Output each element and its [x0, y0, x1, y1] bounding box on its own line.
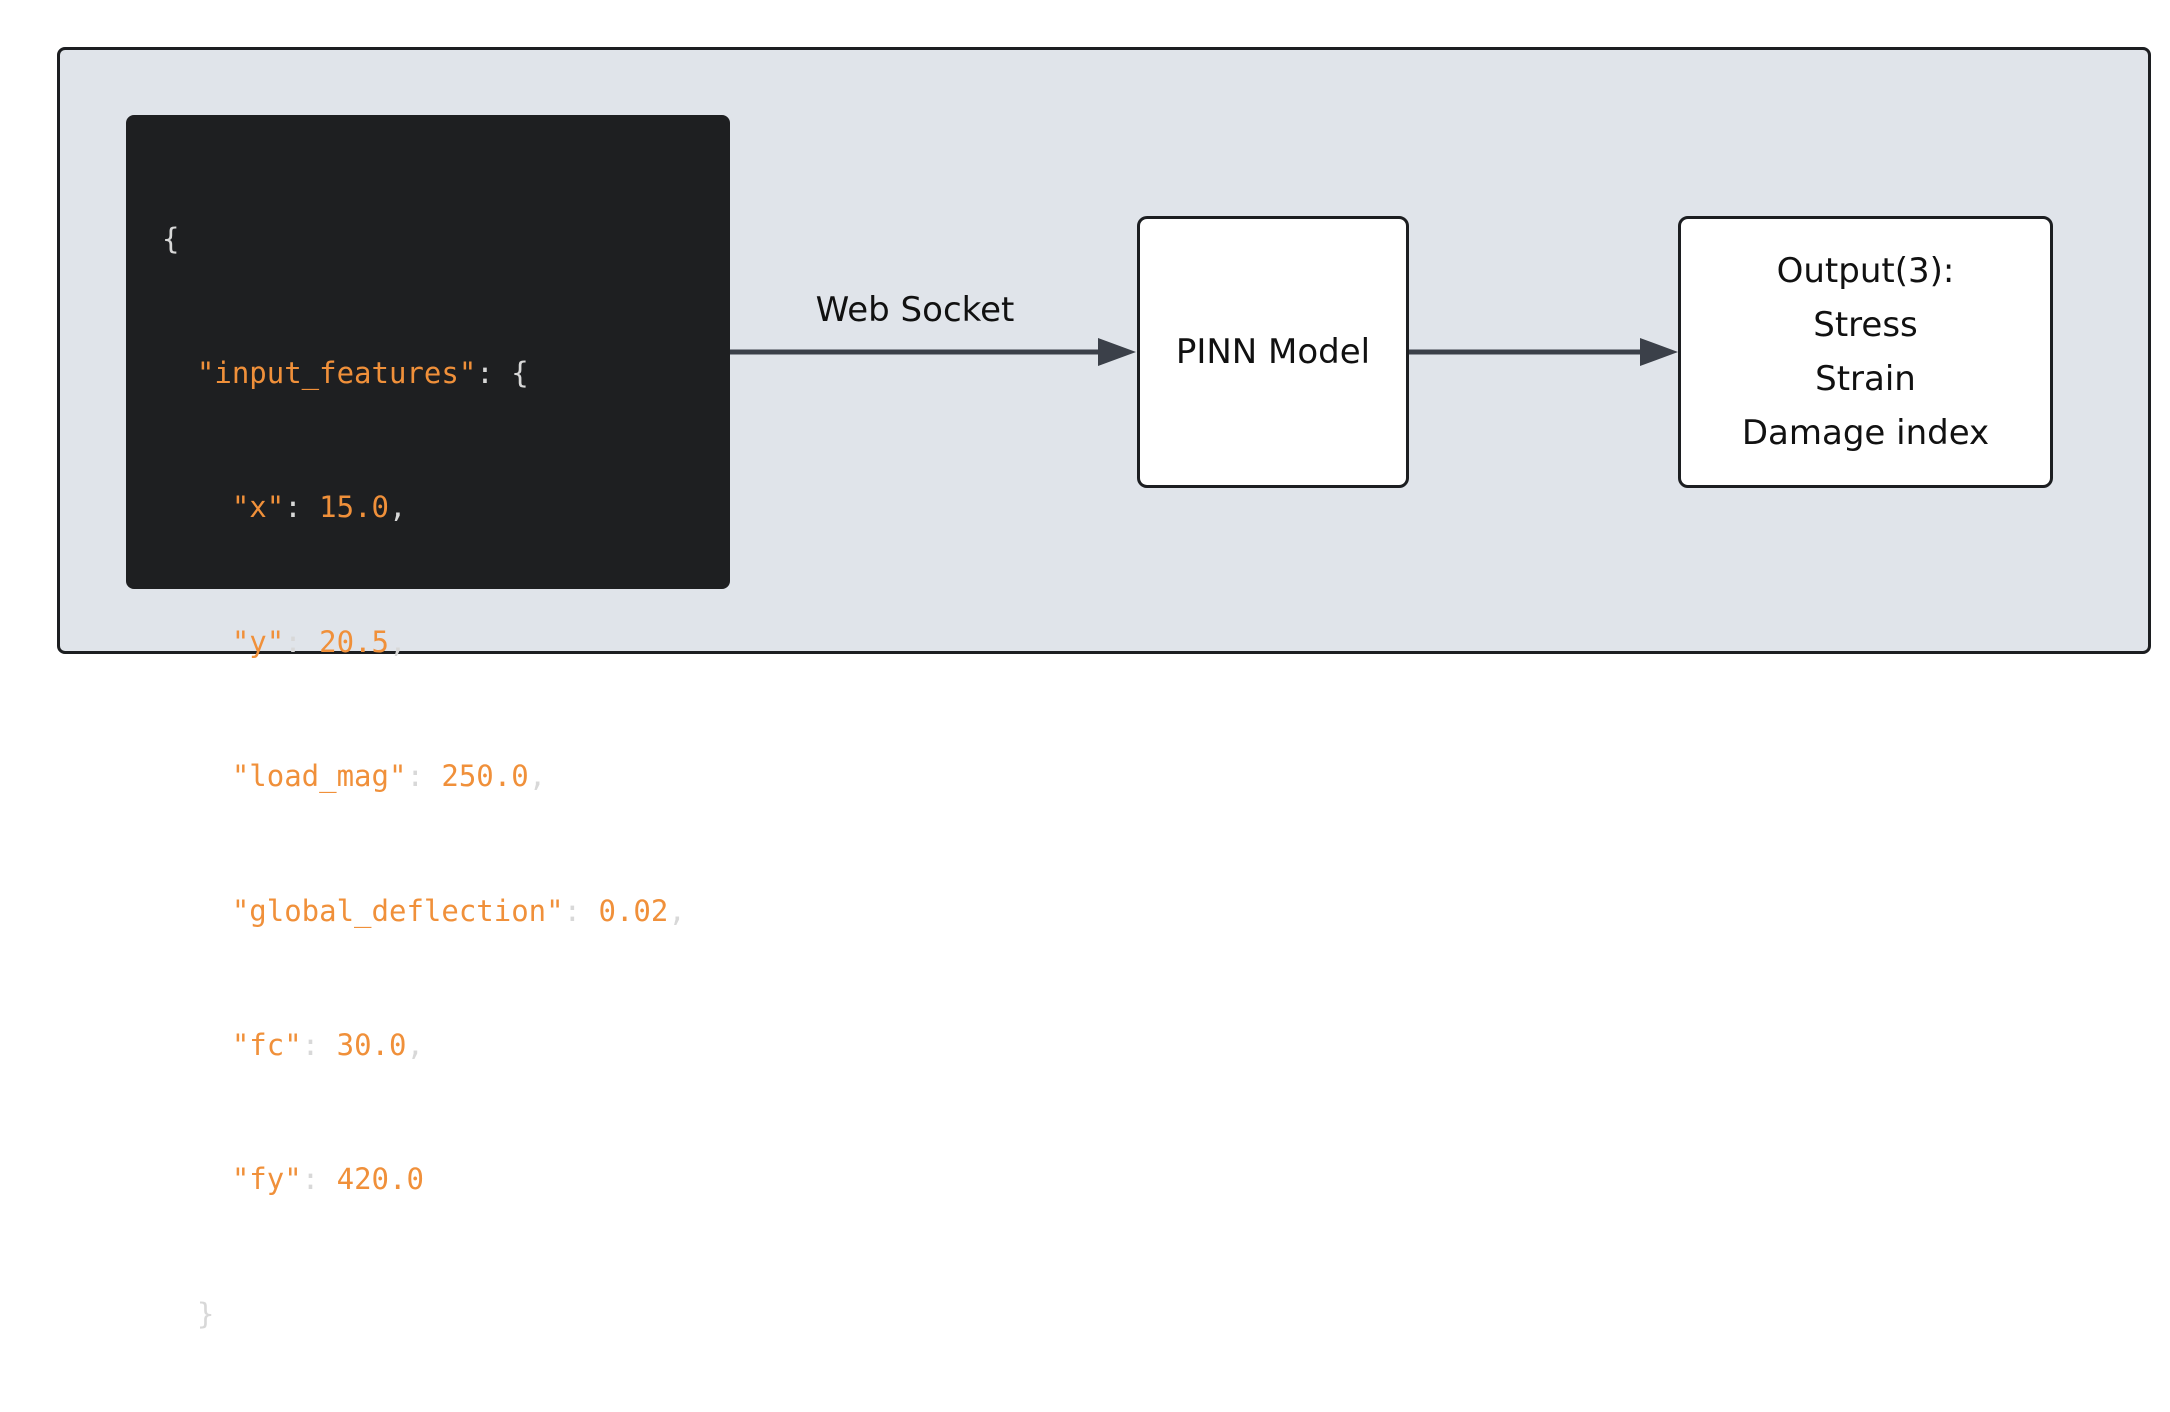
trailing-comma: , — [528, 759, 547, 794]
output-item: Strain — [1815, 359, 1916, 399]
feature-key: "y" — [231, 624, 285, 659]
feature-value: 15.0 — [319, 490, 389, 525]
trailing-comma: , — [389, 624, 407, 659]
code-line-feature: "global_deflection": 0.02, — [162, 889, 730, 934]
feature-key: "load_mag" — [231, 759, 407, 794]
feature-value: 420.0 — [336, 1162, 424, 1197]
code-line-input-close: } — [162, 1292, 730, 1337]
output-node: Output(3): Stress Strain Damage index — [1678, 216, 2053, 488]
trailing-comma: , — [668, 893, 686, 928]
input-close-brace: } — [196, 1296, 215, 1331]
colon: : — [301, 1027, 337, 1062]
open-brace: { — [162, 221, 180, 256]
code-line-feature: "x": 15.0, — [162, 485, 730, 530]
colon: : — [563, 893, 599, 928]
output-item: Damage index — [1741, 413, 1990, 453]
input-features-key: "input_features" — [196, 355, 477, 390]
trailing-comma: , — [389, 490, 407, 525]
colon: : — [284, 490, 320, 525]
colon: : — [284, 624, 320, 659]
feature-key: "x" — [231, 490, 285, 525]
pinn-model-label: PINN Model — [1175, 332, 1371, 372]
colon: : — [406, 759, 442, 794]
code-line-feature: "load_mag": 250.0, — [162, 754, 730, 799]
feature-value: 30.0 — [336, 1027, 407, 1062]
code-line-open: { — [162, 217, 730, 262]
colon: : — [476, 355, 512, 390]
output-item: Stress — [1813, 305, 1918, 345]
code-line-feature: "fc": 30.0, — [162, 1023, 730, 1068]
code-line-input-features: "input_features": { — [162, 351, 730, 396]
json-code-block: { "input_features": { "x": 15.0, "y": 20… — [126, 115, 730, 1331]
web-socket-label: Web Socket — [815, 290, 1015, 330]
pinn-model-node: PINN Model — [1137, 216, 1409, 488]
code-line-feature: "y": 20.5, — [162, 620, 730, 665]
feature-value: 20.5 — [319, 624, 389, 659]
feature-key: "global_deflection" — [231, 893, 564, 928]
input-open-brace: { — [511, 355, 529, 390]
output-title: Output(3): — [1776, 251, 1955, 291]
code-line-feature: "fy": 420.0 — [162, 1157, 730, 1202]
feature-value: 0.02 — [598, 893, 669, 928]
feature-value: 250.0 — [441, 759, 529, 794]
colon: : — [301, 1162, 337, 1197]
trailing-comma: , — [406, 1027, 424, 1062]
feature-key: "fy" — [231, 1162, 302, 1197]
feature-key: "fc" — [231, 1027, 302, 1062]
